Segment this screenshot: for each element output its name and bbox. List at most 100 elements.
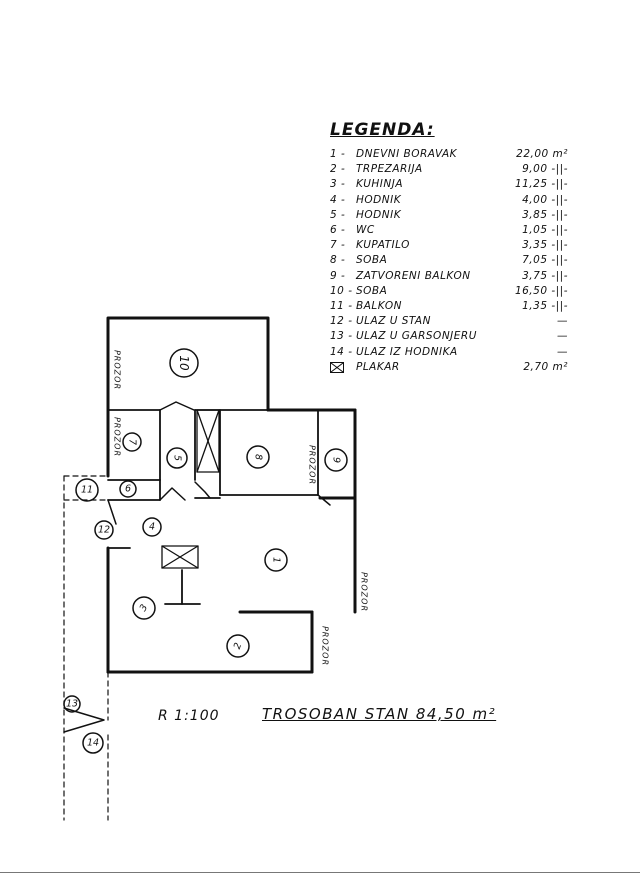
legend-item-name: WC (356, 224, 375, 236)
legend-item-number: 3 - (330, 178, 346, 191)
closet-symbol-icon (330, 361, 344, 373)
room-marker-circle (166, 447, 188, 469)
legend-item-number: 1 - (330, 148, 346, 160)
room-marker-circle (264, 548, 288, 572)
legend-item: 9 - ZATVORENI BALKON 3,75 -||- (330, 270, 590, 284)
legend-item-area: — (557, 330, 568, 343)
legend-item-name: KUHINJA (356, 178, 404, 191)
legend-item-name: ULAZ IZ HODNIKA (356, 345, 458, 358)
legend-item: 10 -SOBA 16,50 -||- (330, 285, 590, 299)
room-marker: 5 (166, 447, 188, 469)
room-marker-circle (246, 445, 270, 469)
legend-item-number: 10 - (330, 284, 353, 297)
room-marker: 1 (264, 548, 288, 572)
room-marker: 4 (142, 517, 162, 537)
room-marker-circle (132, 596, 156, 620)
legend-item: 12 -ULAZ U STAN — (330, 315, 590, 329)
room-marker-circle (324, 448, 348, 472)
room-marker: 2 (226, 634, 250, 658)
scale-label: R 1:100 (158, 708, 220, 724)
room-number: 6 (125, 484, 131, 495)
closet (196, 409, 220, 473)
window-label: PROZOR (321, 626, 330, 666)
room-number: 1 (271, 557, 282, 563)
room-number: 7 (127, 439, 138, 445)
room-number: 9 (331, 457, 342, 463)
legend-item-number: 2 - (330, 163, 346, 176)
room-marker-circle (94, 520, 114, 540)
doors (107, 401, 331, 525)
legend-item-number: 13 - (330, 330, 353, 343)
legend-item: 4 - HODNIK 4,00 -||- (330, 194, 590, 208)
window-label: PROZOR (360, 572, 369, 612)
plan-title: TROSOBAN STAN 84,50 m² (262, 705, 497, 723)
legend-item: 14 -ULAZ IZ HODNIKA— (330, 346, 590, 360)
interior-walls (107, 409, 319, 605)
legend-item-number: 5 - (330, 208, 346, 221)
legend-item-area: — (557, 315, 568, 328)
legend-item: 13 -ULAZ U GARSONJERU — (330, 330, 590, 344)
entrance-corridor (63, 475, 109, 821)
window-label: PROZOR (308, 445, 317, 485)
room-marker-circle (169, 348, 199, 378)
room-marker-circle (119, 480, 137, 498)
legend-item-area: 3,35 -||- (522, 239, 568, 252)
legend-item-name: HODNIK (356, 193, 402, 206)
page-edge-line (0, 872, 640, 873)
legend-item-area: 2,70 m² (523, 360, 568, 373)
legend-item-name: TRPEZARIJA (356, 163, 423, 176)
legend-item-area: 7,05 -||- (522, 254, 568, 267)
room-number: 13 (66, 699, 78, 710)
legend-item-name: DNEVNI BORAVAK (356, 148, 458, 160)
room-number: 11 (81, 485, 93, 496)
room-marker-circle (122, 432, 142, 452)
legend-item-name: PLAKAR (356, 360, 400, 373)
legend-item-name: ULAZ U STAN (356, 315, 431, 328)
room-number: 10 (177, 355, 191, 371)
legend-item-name: SOBA (356, 284, 388, 297)
legend-item-area: 16,50 -||- (514, 284, 568, 297)
window-label: PROZOR (113, 350, 122, 390)
legend-item-area: 3,75 -||- (522, 269, 568, 282)
legend-item-area: 1,05 -||- (522, 224, 568, 236)
room-marker: 3 (132, 596, 156, 620)
legend-item-area: 4,00 -||- (522, 193, 568, 206)
legend-item-area: 11,25 -||- (514, 178, 568, 191)
legend-item-number: 7 - (330, 239, 346, 252)
legend-title: LEGENDA: (330, 120, 435, 140)
legend-item-name: KUPATILO (356, 239, 410, 252)
room-marker: 9 (324, 448, 348, 472)
room-number: 5 (172, 455, 183, 461)
room-number: 3 (138, 603, 151, 614)
legend-item-name: ULAZ U GARSONJERU (356, 330, 477, 343)
legend-item-area: 3,85 -||- (522, 208, 568, 221)
legend-item-number: 11 - (330, 300, 353, 312)
room-marker-circle (226, 634, 250, 658)
legend-item: 3 - KUHINJA 11,25 -||- (330, 178, 590, 192)
legend-item-area: 1,35 -||- (522, 300, 568, 312)
legend-item-number: 4 - (330, 193, 346, 206)
stove-symbol (161, 545, 199, 569)
legend-item-number: 9 - (330, 269, 346, 282)
legend-item-number: 12 - (330, 315, 353, 328)
room-number: 8 (253, 454, 264, 460)
room-marker: 10 (169, 348, 199, 378)
window-label: PROZOR (113, 417, 122, 457)
room-marker: 6 (119, 480, 137, 498)
room-number: 2 (232, 641, 244, 650)
legend-item-name: SOBA (356, 254, 388, 267)
entrance-13-marker (63, 707, 105, 733)
window-labels: PROZOR PROZOR PROZOR PROZOR PROZOR (113, 350, 369, 666)
room-marker-circle (63, 695, 81, 713)
room-marker: 7 (122, 432, 142, 452)
room-marker-circle (82, 732, 104, 754)
exterior-walls (106, 316, 357, 674)
legend-item: 7 - KUPATILO 3,35 -||- (330, 239, 590, 253)
legend-item-name: ZATVORENI BALKON (356, 269, 471, 282)
